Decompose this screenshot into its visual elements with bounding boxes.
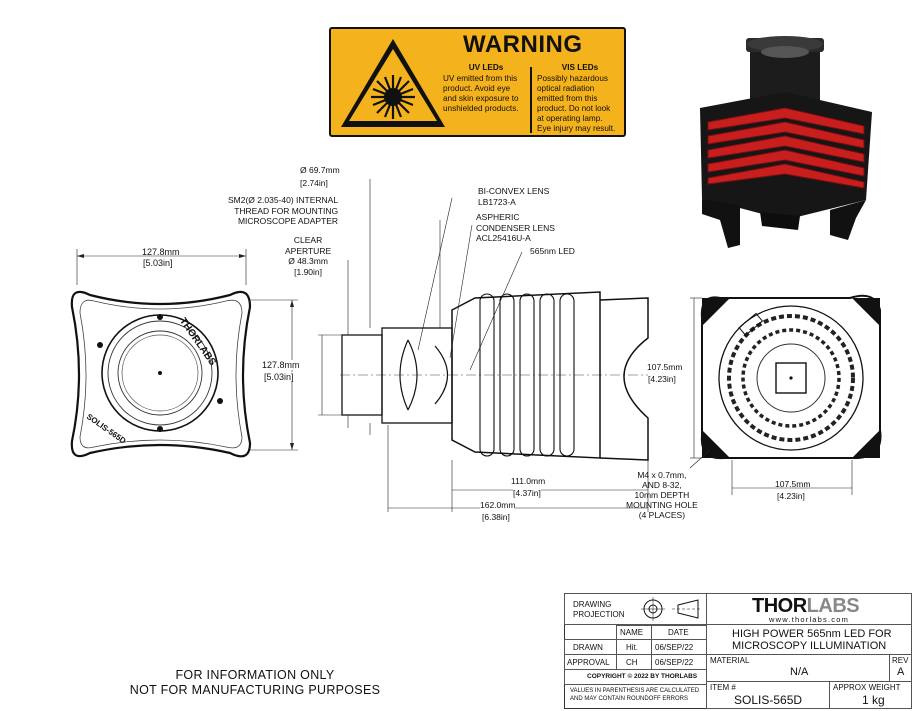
drawn-date: 06/SEP/22: [655, 643, 694, 652]
vis-line: emitted from this: [537, 94, 598, 103]
aperture-line: CLEAR: [293, 235, 323, 245]
front-height-mm: 127.8mm: [262, 360, 300, 370]
info-only-notice: FOR INFORMATION ONLY: [175, 668, 335, 682]
copyright-text: COPYRIGHT © 2022 BY THORLABS: [587, 673, 698, 680]
product-render-image: [700, 36, 872, 248]
side-view-drawing: [318, 179, 650, 512]
back-width-mm: 107.5mm: [775, 479, 811, 489]
vis-line: at operating lamp.: [537, 114, 603, 123]
drawn-label: DRAWN: [573, 643, 603, 652]
length-b-mm: 162.0mm: [480, 500, 516, 510]
hole-line: M4 x 0.7mm,: [637, 470, 687, 480]
uv-line: and skin exposure to: [443, 94, 519, 103]
uv-heading: UV LEDs: [468, 63, 504, 72]
front-width-in: [5.03in]: [143, 258, 173, 268]
vis-line: Possibly hazardous: [537, 74, 608, 83]
disclaimer-1: VALUES IN PARENTHESIS ARE CALCULATED: [570, 688, 700, 694]
outer-dia-mm: Ø 69.7mm: [300, 165, 340, 175]
material-label: MATERIAL: [710, 656, 750, 665]
uv-warning-text: UV LEDs UV emitted from this product. Av…: [443, 63, 529, 114]
aperture-mm: Ø 48.3mm: [288, 256, 328, 266]
item-value: SOLIS-565D: [734, 693, 803, 707]
warning-title: WARNING: [463, 31, 583, 58]
vis-warning-text: VIS LEDs Possibly hazardous optical radi…: [537, 63, 623, 134]
not-for-manufacturing-notice: NOT FOR MANUFACTURING PURPOSES: [129, 683, 381, 697]
drawn-name: Hit.: [626, 643, 638, 652]
back-height-mm: 107.5mm: [647, 362, 683, 372]
hole-line: AND 8-32,: [642, 480, 682, 490]
name-header: NAME: [620, 628, 644, 637]
aspheric-line: ACL25416U-A: [476, 233, 531, 243]
warning-label: WARNING UV LEDs UV emitted from this pro…: [329, 27, 626, 137]
outer-dia-in: [2.74in]: [300, 178, 328, 188]
warning-divider: [530, 67, 532, 133]
website: www.thorlabs.com: [769, 615, 850, 624]
length-a-in: [4.37in]: [513, 488, 541, 498]
aperture-callout: CLEAR APERTURE Ø 48.3mm [1.90in]: [285, 235, 331, 277]
approval-label: APPROVAL: [567, 658, 610, 667]
biconvex-line: BI-CONVEX LENS: [478, 186, 550, 196]
thread-line: MICROSCOPE ADAPTER: [237, 216, 339, 226]
date-header: DATE: [668, 628, 689, 637]
biconvex-line: LB1723-A: [478, 196, 516, 207]
length-b-in: [6.38in]: [482, 512, 510, 522]
hole-line: MOUNTING HOLE: [626, 500, 698, 510]
hole-line: 10mm DEPTH: [634, 490, 690, 500]
front-height-in: [5.03in]: [264, 372, 294, 382]
aperture-line: APERTURE: [285, 245, 332, 256]
back-view-drawing: [689, 294, 882, 495]
aspheric-line: ASPHERIC: [476, 212, 520, 222]
item-label: ITEM #: [710, 683, 736, 692]
thread-line: SM2(Ø 2.035-40) INTERNAL: [228, 195, 339, 205]
uv-line: product. Avoid eye: [443, 84, 511, 93]
uv-line: UV emitted from this: [443, 74, 518, 83]
thread-line: THREAD FOR MOUNTING: [234, 205, 339, 216]
logo-labs: LABS: [806, 595, 860, 617]
vis-heading: VIS LEDs: [561, 63, 599, 72]
disclaimer-2: AND MAY CONTAIN ROUNDOFF ERRORS: [570, 696, 689, 702]
mounting-hole-callout: M4 x 0.7mm, AND 8-32, 10mm DEPTH MOUNTIN…: [626, 470, 698, 520]
vis-line: product. Do not look: [537, 104, 611, 113]
thorlabs-logo: THORLABS: [752, 595, 860, 618]
hole-line: (4 PLACES): [638, 510, 686, 520]
weight-value: 1 kg: [862, 693, 885, 707]
aspheric-line: CONDENSER LENS: [476, 222, 555, 233]
approval-date: 06/SEP/22: [655, 658, 694, 667]
vis-line: Eye injury may result.: [537, 124, 616, 133]
rev-value: A: [897, 666, 905, 678]
vis-line: optical radiation: [537, 84, 595, 93]
thread-callout: SM2(Ø 2.035-40) INTERNAL THREAD FOR MOUN…: [228, 195, 338, 227]
length-a-mm: 111.0mm: [511, 476, 546, 486]
material-value: N/A: [790, 666, 809, 678]
aperture-in: [1.90in]: [294, 266, 323, 277]
uv-line: unshielded products.: [443, 104, 519, 113]
rev-label: REV: [892, 656, 909, 665]
projection-label-1: DRAWING: [573, 600, 612, 609]
drawing-title-1: HIGH POWER 565nm LED FOR: [732, 628, 892, 640]
drawing-title-2: MICROSCOPY ILLUMINATION: [732, 640, 887, 652]
back-width-in: [4.23in]: [777, 491, 805, 501]
front-view-drawing: [70, 249, 298, 458]
weight-label: APPROX WEIGHT: [833, 683, 901, 692]
third-angle-projection-icon: [641, 597, 702, 621]
projection-label-2: PROJECTION: [573, 610, 625, 619]
biconvex-callout: BI-CONVEX LENS LB1723-A: [478, 186, 549, 207]
approval-name: CH: [626, 658, 638, 667]
back-height-in: [4.23in]: [648, 374, 676, 384]
radiation-hazard-icon: [341, 39, 445, 127]
led-callout: 565nm LED: [530, 246, 575, 256]
weight-cell: [829, 681, 912, 709]
front-width-mm: 127.8mm: [142, 247, 180, 257]
aspheric-callout: ASPHERIC CONDENSER LENS ACL25416U-A: [476, 212, 555, 244]
logo-thor: THOR: [752, 595, 807, 617]
